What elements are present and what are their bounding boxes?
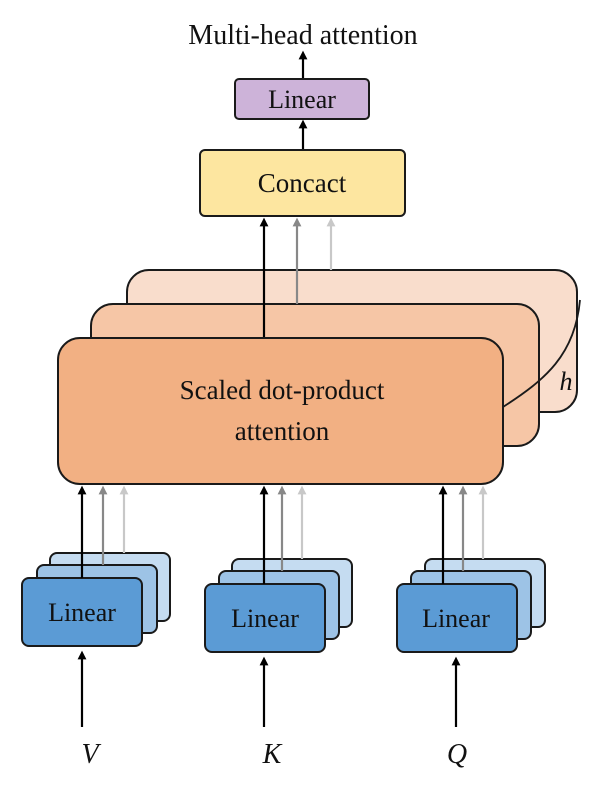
attention-label-line1: Scaled dot-product bbox=[180, 375, 385, 405]
attention-box bbox=[57, 337, 504, 485]
linear-q-label: Linear bbox=[422, 604, 490, 633]
input-v-label: V bbox=[81, 739, 101, 770]
head-count-bracket bbox=[502, 299, 581, 408]
concat-box bbox=[199, 149, 406, 217]
linear-group-q: Linear Q bbox=[396, 485, 546, 770]
linear-k-label: Linear bbox=[231, 604, 299, 633]
top-linear-label: Linear bbox=[268, 85, 336, 114]
linear-group-v: Linear V bbox=[21, 485, 171, 770]
linear-v-label: Linear bbox=[48, 598, 116, 627]
attention-label-line2: attention bbox=[235, 416, 330, 446]
concat-label: Concact bbox=[258, 168, 347, 198]
linear-q-front bbox=[396, 583, 518, 653]
input-q-label: Q bbox=[447, 739, 467, 770]
input-k-label: K bbox=[262, 739, 283, 770]
linear-group-k: Linear K bbox=[204, 485, 353, 770]
head-count-label: h bbox=[560, 367, 573, 396]
diagram-title: Multi-head attention bbox=[188, 20, 417, 51]
top-linear-box bbox=[234, 78, 370, 120]
